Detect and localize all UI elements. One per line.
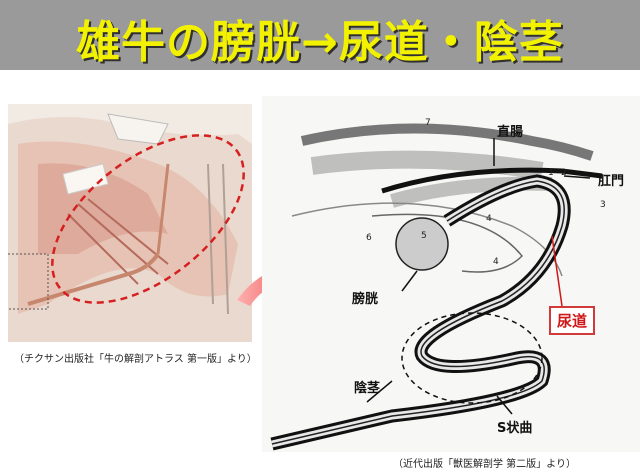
ref-number: 4: [493, 257, 499, 267]
left-anatomy-illustration: [8, 104, 252, 342]
ref-number: 1: [548, 168, 554, 178]
left-source-caption: （チクサン出版社「牛の解剖アトラス 第一版」より）: [14, 354, 257, 365]
label-penis: 陰茎: [354, 381, 381, 396]
label-rectum: 直腸: [497, 125, 524, 140]
right-source-caption: （近代出版「獣医解剖学 第二版」より）: [393, 459, 576, 470]
label-urethra: 尿道: [549, 306, 596, 335]
label-anus: 肛門: [598, 174, 625, 189]
ref-number: 6: [366, 233, 372, 243]
ref-number: 7: [425, 118, 431, 128]
title-bar: [0, 0, 640, 70]
ref-number: 2: [561, 168, 567, 178]
ref-number: 3: [600, 200, 606, 210]
label-s-curve: S状曲: [497, 421, 533, 436]
ref-number: 4: [486, 214, 492, 224]
right-anatomy-diagram: [262, 96, 640, 452]
page-title: 雄牛の膀胱→尿道・陰茎: [76, 17, 564, 68]
ref-number: 5: [421, 231, 427, 241]
label-bladder: 膀胱: [352, 292, 379, 307]
